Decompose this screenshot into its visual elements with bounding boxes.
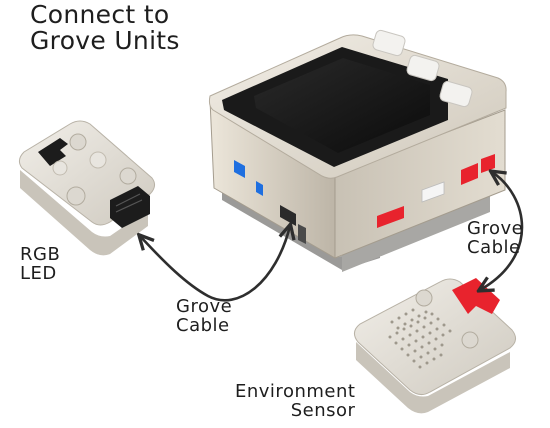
- rgb-top-connector: [38, 138, 68, 166]
- rgb-led-line-1: RGB: [20, 244, 61, 265]
- button-a: [372, 29, 406, 57]
- button-c: [439, 80, 473, 108]
- env-vent-grid: [388, 308, 452, 369]
- blue-port-mid: [256, 181, 263, 196]
- rgb-hole-3: [89, 151, 107, 169]
- label-grove-cable-left: Grove Cable: [176, 296, 233, 336]
- env-hole-1: [415, 289, 433, 307]
- rgb-hole-1: [69, 133, 87, 151]
- grove-cable-left-arrow: [140, 226, 290, 302]
- label-environment-sensor: Environment Sensor: [235, 381, 356, 421]
- rgb-grove-connector: [110, 186, 150, 228]
- environment-sensor-line-1: Environment: [235, 381, 356, 402]
- grove-port-red-a: [377, 206, 404, 228]
- title-line-1: Connect to: [30, 0, 170, 29]
- grove-cable-left-line-1: Grove: [176, 296, 233, 317]
- environment-sensor-unit: [354, 278, 516, 414]
- grove-cable-right-line-1: Grove: [467, 218, 524, 239]
- rgb-unit-side: [20, 170, 148, 256]
- grove-cable-right-line-2: Cable: [467, 236, 521, 258]
- device-base-right: [342, 196, 490, 272]
- env-hole-2: [461, 331, 479, 349]
- side-slot: [298, 224, 306, 244]
- rgb-led-line-2: LED: [20, 262, 57, 284]
- grove-port-white: [421, 181, 445, 203]
- rgb-hole-2: [52, 160, 68, 176]
- environment-sensor-line-2: Sensor: [290, 399, 356, 421]
- title-line-2: Grove Units: [30, 26, 180, 56]
- grove-cable-left-line-2: Cable: [176, 314, 230, 336]
- env-unit-side: [356, 342, 510, 414]
- env-unit-top: [354, 278, 516, 396]
- label-grove-cable-right: Grove Cable: [467, 218, 524, 258]
- rgb-hole-5: [119, 167, 137, 185]
- button-b: [406, 54, 440, 82]
- diagram-title: Connect to Grove Units: [30, 0, 180, 56]
- label-rgb-led: RGB LED: [20, 244, 61, 284]
- blue-port-left: [234, 160, 245, 178]
- env-grove-connector: [452, 278, 500, 314]
- grove-port-red-b: [461, 163, 478, 185]
- core-device: [208, 29, 507, 272]
- rgb-hole-4: [66, 186, 86, 206]
- screen: [254, 58, 430, 153]
- rgb-led-unit: [18, 120, 156, 256]
- grove-cable-right-arrow: [480, 172, 524, 290]
- grove-port-red-c: [481, 154, 495, 173]
